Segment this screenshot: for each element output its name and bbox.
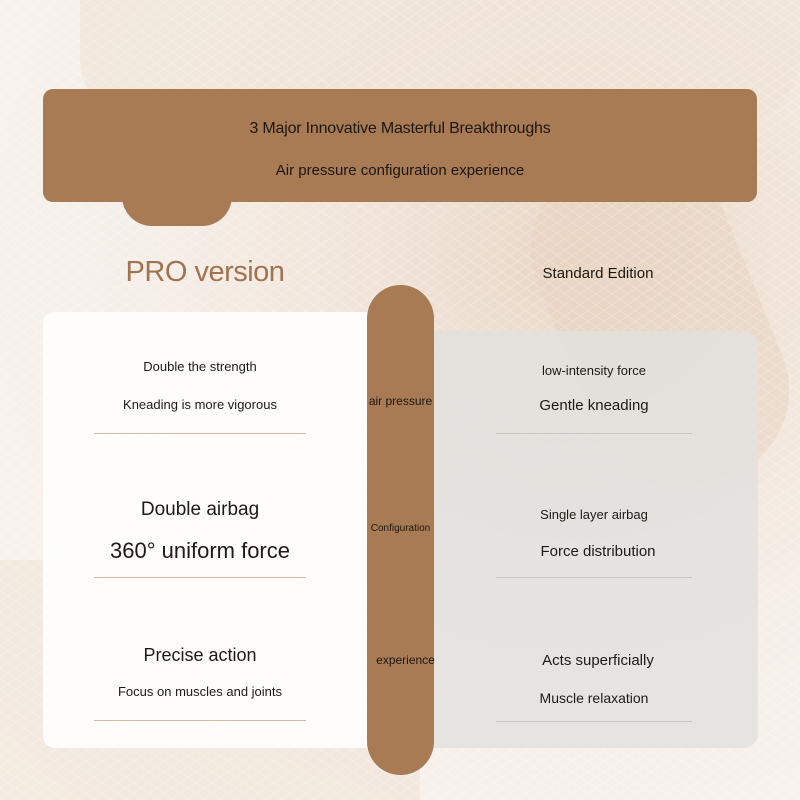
standard-edition-title: Standard Edition xyxy=(542,265,654,282)
pro-row-1-line-2: Kneading is more vigorous xyxy=(123,397,277,412)
standard-row-2-line-1: Single layer airbag xyxy=(540,507,648,522)
standard-row-1-divider xyxy=(496,433,692,434)
standard-row-1-line-1: low-intensity force xyxy=(541,363,647,378)
standard-row-3-divider xyxy=(496,721,692,722)
standard-row-1-line-2: Gentle kneading xyxy=(539,397,649,414)
pillar-label-experience: experience xyxy=(376,653,435,667)
pro-row-3-line-1: Precise action xyxy=(143,645,257,665)
header-banner-tab xyxy=(122,196,232,226)
pro-row-2-divider xyxy=(94,577,306,578)
banner-title: 3 Major Innovative Masterful Breakthroug… xyxy=(249,120,551,137)
pro-row-2-line-1: Double airbag xyxy=(140,499,260,520)
standard-row-3-line-2: Muscle relaxation xyxy=(539,690,649,706)
pro-row-1-divider xyxy=(94,433,306,434)
pro-row-3-divider xyxy=(94,720,306,721)
pro-version-panel xyxy=(43,312,395,748)
pillar-label-configuration: Configuration xyxy=(370,523,431,534)
pro-row-1-line-1: Double the strength xyxy=(143,359,257,374)
pillar-label-air-pressure: air pressure xyxy=(368,394,433,408)
pro-row-2-line-2: 360° uniform force xyxy=(110,538,290,563)
comparison-category-pillar xyxy=(367,285,434,775)
standard-row-2-divider xyxy=(496,577,692,578)
banner-subtitle: Air pressure configuration experience xyxy=(275,162,525,179)
standard-edition-panel xyxy=(420,331,758,748)
header-banner xyxy=(43,89,757,202)
pro-row-3-line-2: Focus on muscles and joints xyxy=(117,684,283,699)
standard-row-2-line-2: Force distribution xyxy=(540,543,656,560)
pro-version-title: PRO version xyxy=(125,256,285,288)
standard-row-3-line-1: Acts superficially xyxy=(542,652,654,669)
